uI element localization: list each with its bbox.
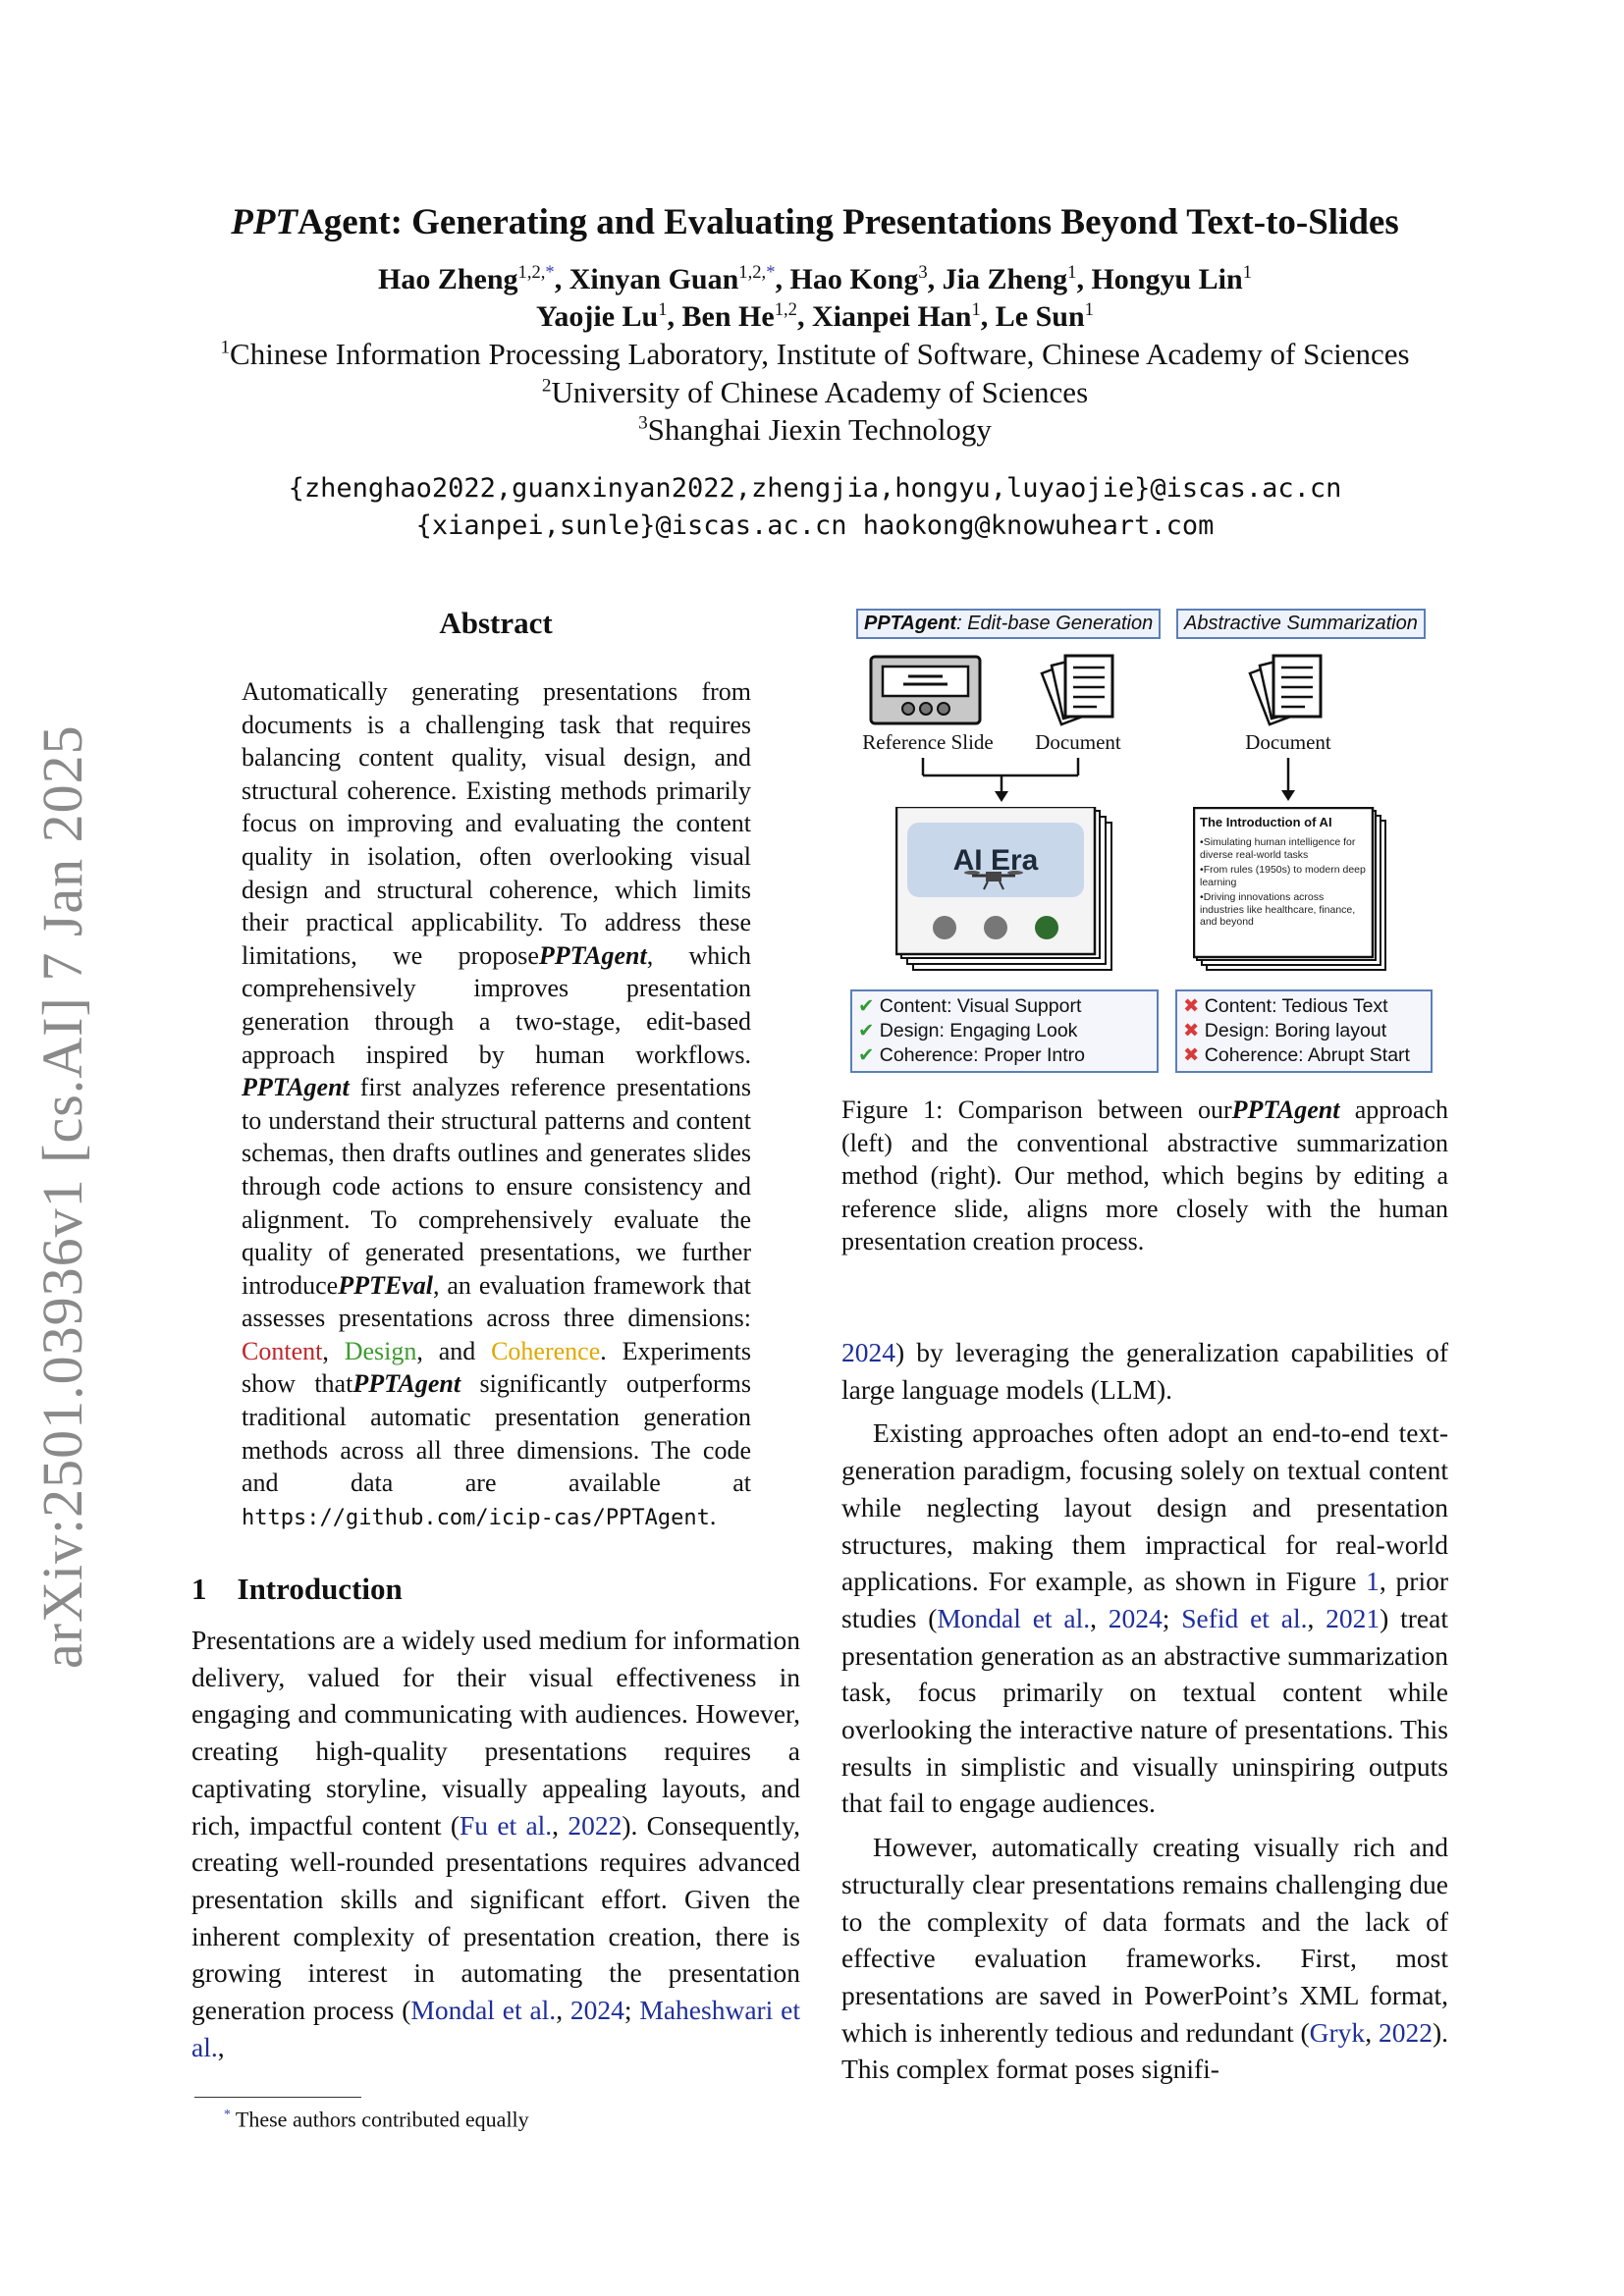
figure-caption: Figure 1: Comparison between ourPPTAgent… xyxy=(841,1095,1448,1255)
cross-icon: ✖ xyxy=(1183,1044,1200,1066)
footnote: * These authors contributed equally xyxy=(224,2107,529,2132)
figure-tag-right: Abstractive Summarization xyxy=(1176,609,1426,639)
check-icon: ✔ xyxy=(858,1020,875,1041)
author: Yaojie Lu1 xyxy=(536,299,668,333)
affiliation-1: 1Chinese Information Processing Laborato… xyxy=(220,337,1410,371)
citation-link[interactable]: 2024 xyxy=(1108,1602,1163,1633)
citation-link[interactable]: 2021 xyxy=(1326,1602,1380,1633)
author: Hongyu Lin1 xyxy=(1091,262,1252,295)
check-icon: ✔ xyxy=(858,995,875,1017)
citation-link[interactable]: Mondal et al. xyxy=(410,1995,557,2026)
author: Hao Kong3 xyxy=(789,262,928,295)
citation-link[interactable]: Fu et al. xyxy=(459,1809,553,1841)
author-line-2: Yaojie Lu1, Ben He1,2, Xianpei Han1, Le … xyxy=(536,299,1094,333)
figure-1: PPTAgent: Edit-base Generation Abstracti… xyxy=(844,601,1448,1073)
label-document-right: Document xyxy=(1245,730,1331,754)
intro-body: Presentations are a widely used medium f… xyxy=(191,1625,801,2062)
figure-tag-left: PPTAgent: Edit-base Generation xyxy=(856,609,1162,639)
pptagent-logo: PPTAgent xyxy=(1231,1095,1340,1124)
abstract-body: Automatically generating presentations f… xyxy=(242,677,751,1530)
document-icon xyxy=(1242,652,1330,735)
email-line-1[interactable]: {zhenghao2022,guanxinyan2022,zhengjia,ho… xyxy=(288,473,1342,504)
paragraph: Existing approaches often adopt an end-t… xyxy=(841,1417,1448,1819)
dim-design: Design xyxy=(344,1336,417,1365)
cross-icon: ✖ xyxy=(1183,1020,1200,1041)
author: Jia Zheng1 xyxy=(942,262,1077,295)
affiliation-2: 2University of Chinese Academy of Scienc… xyxy=(541,375,1089,409)
footnote-rule xyxy=(194,2097,361,2098)
dim-content: Content xyxy=(242,1336,323,1365)
cross-icon: ✖ xyxy=(1183,995,1200,1017)
arxiv-stamp: arXiv:2501.03936v1 [cs.AI] 7 Jan 2025 xyxy=(30,724,94,1669)
affiliation-3: 3Shanghai Jiexin Technology xyxy=(638,412,992,447)
citation-link[interactable]: Gryk xyxy=(1309,2016,1366,2048)
title-text: Agent: Generating and Evaluating Present… xyxy=(298,202,1399,242)
ppteval-logo: PPTEval xyxy=(338,1270,433,1300)
pptagent-logo: PPTAgent xyxy=(242,1073,350,1102)
citation-link[interactable]: 2022 xyxy=(1378,2016,1433,2048)
author: Hao Zheng1,2,* xyxy=(378,262,555,295)
citation-link[interactable]: Sefid et al. xyxy=(1181,1602,1308,1633)
summary-bullet: Simulating human intelligence for divers… xyxy=(1200,836,1356,861)
summary-bullets: •Simulating human intelligence for diver… xyxy=(1200,836,1366,928)
check-icon: ✔ xyxy=(858,1044,875,1066)
author: Le Sun1 xyxy=(995,299,1094,333)
code-url-link[interactable]: https://github.com/icip-cas/PPTAgent xyxy=(242,1505,710,1530)
generated-slide xyxy=(894,805,1116,979)
drone-icon xyxy=(964,871,1023,890)
slide-title: AI Era xyxy=(952,844,1039,877)
paper-title: PPTAgent: Generating and Evaluating Pres… xyxy=(157,201,1473,243)
citation-link[interactable]: 2024 xyxy=(569,1995,624,2026)
citation-link[interactable]: Maheshwari et al. xyxy=(191,1995,801,2062)
title-logo: PPT xyxy=(231,202,298,242)
author: Xinyan Guan1,2,* xyxy=(568,262,776,295)
label-reference-slide: Reference Slide xyxy=(862,730,994,754)
citation-link[interactable]: 2024 xyxy=(841,1337,895,1367)
summary-bullet: From rules (1950s) to modern deep learni… xyxy=(1200,864,1366,888)
intro-heading: 1 Introduction xyxy=(191,1572,403,1606)
author-line-1: Hao Zheng1,2,*, Xinyan Guan1,2,*, Hao Ko… xyxy=(378,262,1252,295)
paragraph: 2024) by leveraging the generalization c… xyxy=(841,1337,1448,1405)
summary-bullet: Driving innovations across industries li… xyxy=(1200,891,1356,928)
eval-box-right: ✖ Content: Tedious Text ✖ Design: Boring… xyxy=(1175,989,1433,1073)
abstract-heading: Abstract xyxy=(439,606,553,640)
flow-arrows xyxy=(921,758,1295,802)
label-document-left: Document xyxy=(1035,730,1121,754)
dim-coherence: Coherence xyxy=(491,1336,601,1365)
reference-slide-icon xyxy=(869,655,982,730)
pptagent-logo: PPTAgent xyxy=(352,1369,461,1399)
citation-link[interactable]: Mondal et al. xyxy=(937,1602,1091,1633)
author: Ben He1,2 xyxy=(681,299,797,333)
summary-title: The Introduction of AI xyxy=(1200,815,1332,829)
figure-ref-link[interactable]: 1 xyxy=(1366,1566,1380,1597)
paragraph: However, automatically creating visually… xyxy=(841,1832,1448,2085)
eval-box-left: ✔ Content: Visual Support ✔ Design: Enga… xyxy=(850,989,1159,1073)
citation-link[interactable]: 2022 xyxy=(568,1809,623,1841)
pptagent-logo: PPTAgent xyxy=(538,940,647,970)
right-column-body: 2024) by leveraging the generalization c… xyxy=(841,1334,1448,2095)
author: Xianpei Han1 xyxy=(811,299,981,333)
summary-slide-stack xyxy=(1192,806,1389,979)
document-icon xyxy=(1034,652,1122,735)
email-line-2[interactable]: {xianpei,sunle}@iscas.ac.cn haokong@know… xyxy=(415,510,1215,541)
